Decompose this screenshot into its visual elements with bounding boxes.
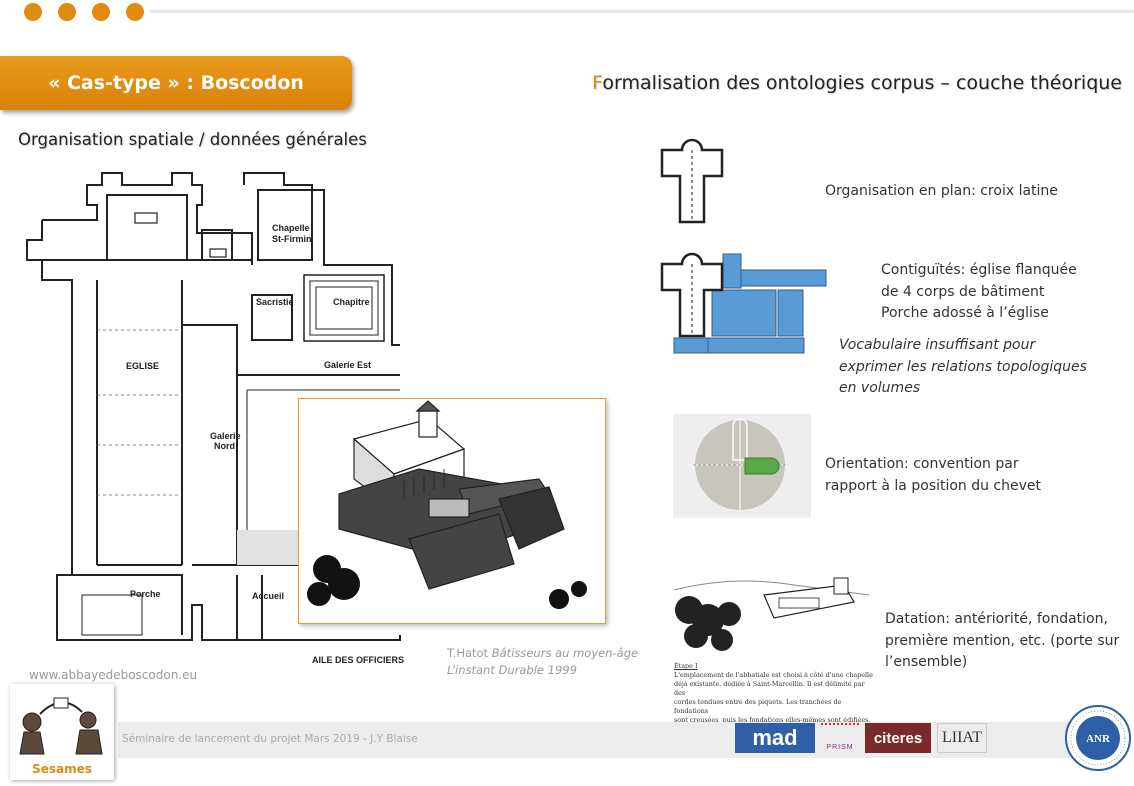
vocabulary-line-3: en volumes	[839, 380, 921, 396]
plan-label-sacristie: Sacristie	[256, 297, 294, 307]
plan-label-accueil: Accueil	[252, 591, 284, 601]
datation-line-1: Datation: antériorité, fondation,	[885, 611, 1108, 627]
excerpt-heading: Étape I	[674, 662, 698, 670]
orientation-label: Orientation: convention par rapport à la…	[825, 454, 1041, 497]
citeres-logo: citeres	[865, 723, 931, 753]
excerpt-line-1: L'emplacement de l'abbatiale est choisi …	[674, 671, 873, 679]
section-subtitle: Organisation spatiale / données générale…	[18, 130, 367, 149]
case-type-tab: « Cas-type » : Boscodon	[0, 56, 352, 110]
plan-label-porche: Porche	[130, 589, 161, 599]
orientation-line-2: rapport à la position du chevet	[825, 477, 1042, 494]
sesames-logo: Sesames	[10, 684, 114, 780]
contiguity-label: Contiguïtés: église flanquée de 4 corps …	[881, 260, 1077, 325]
latin-cross-plan-icon	[660, 138, 724, 224]
plan-label-aile: AILE DES OFFICIERS	[312, 655, 404, 665]
contiguity-line-2: de 4 corps de bâtiment	[881, 283, 1045, 300]
sesames-label: Sesames	[32, 762, 92, 776]
credit-book: Bâtisseurs au moyen-âge	[491, 646, 639, 660]
case-type-label: « Cas-type » : Boscodon	[48, 72, 304, 94]
image-credit: T.Hatot Bâtisseurs au moyen-âge L’instan…	[447, 645, 638, 679]
contiguity-volumes-icon	[660, 252, 827, 354]
dot-icon	[24, 3, 42, 21]
orientation-line-1: Orientation: convention par	[825, 456, 1019, 472]
slide-title: Formalisation des ontologies corpus – co…	[592, 72, 1122, 94]
vocabulary-note: Vocabulaire insuffisant pour exprimer le…	[839, 335, 1087, 400]
header-dots	[24, 3, 144, 21]
plan-organisation-label: Organisation en plan: croix latine	[825, 183, 1058, 199]
datation-label: Datation: antériorité, fondation, premiè…	[885, 609, 1119, 674]
anr-seal-logo: ANR	[1065, 705, 1131, 771]
abbey-sketch-drawing	[307, 400, 587, 609]
dot-icon	[92, 3, 110, 21]
dot-icon	[126, 3, 144, 21]
plan-label-nord: Nord	[214, 441, 235, 451]
plan-label-galerie: Galerie	[210, 431, 241, 441]
plan-label-galerie-est: Galerie Est	[324, 360, 371, 370]
prism-logo: PRISM	[821, 723, 859, 753]
sesames-figure-icon	[19, 697, 103, 755]
excerpt-line-2: déjà existante, dédiée à Saint-Marcellin…	[674, 680, 865, 697]
title-first-letter: F	[592, 72, 603, 94]
dot-icon	[58, 3, 76, 21]
datation-line-3: l’ensemble)	[885, 654, 968, 670]
credit-author: T.Hatot	[447, 646, 492, 660]
plan-label-st-firmin: St-Firmin	[272, 234, 312, 244]
vocabulary-line-2: exprimer les relations topologiques	[839, 358, 1087, 375]
abbey-sketch-image	[298, 398, 606, 624]
construction-sketch	[673, 577, 870, 651]
contiguity-line-1: Contiguïtés: église flanquée	[881, 262, 1077, 278]
top-divider	[150, 10, 1134, 13]
credit-publisher: L’instant Durable 1999	[447, 663, 577, 677]
datation-excerpt-image: Étape I L'emplacement de l'abbatiale est…	[673, 570, 874, 724]
anr-label: ANR	[1086, 733, 1111, 745]
orientation-compass-icon	[673, 414, 811, 518]
datation-line-2: première mention, etc. (porte sur	[885, 632, 1120, 649]
footer-seminar-text: Séminaire de lancement du projet Mars 20…	[122, 733, 418, 745]
title-text: ormalisation des ontologies corpus – cou…	[602, 72, 1122, 94]
partner-logos: mad PRISM citeres LIIAT	[735, 723, 987, 753]
excerpt-line-4: sont creusées, puis les fondations elles…	[674, 716, 871, 724]
contiguity-line-3: Porche adossé à l’église	[881, 305, 1049, 321]
liat-logo: LIIAT	[937, 723, 987, 753]
plan-label-chapelle: Chapelle	[272, 223, 310, 233]
plan-label-eglise: EGLISE	[126, 361, 159, 371]
vocabulary-line-1: Vocabulaire insuffisant pour	[839, 337, 1036, 353]
plan-label-chapitre: Chapitre	[333, 297, 370, 307]
map-logo: mad	[735, 723, 815, 753]
website-link[interactable]: www.abbayedeboscodon.eu	[29, 668, 198, 682]
excerpt-line-3: cordes tendues entre des piquets. Les tr…	[674, 698, 842, 715]
